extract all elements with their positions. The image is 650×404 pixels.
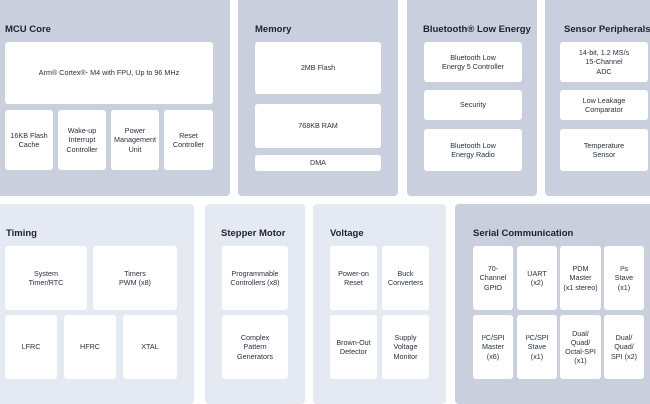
- system-timer-block: System Timer/RTC: [5, 246, 87, 310]
- xtal-block: XTAL: [123, 315, 177, 379]
- memory-title: Memory: [255, 24, 292, 35]
- ble-panel: Bluetooth® Low Energy Bluetooth Low Ener…: [407, 0, 537, 196]
- uart-block: UART (x2): [517, 246, 557, 310]
- cpu-core-block: Arm® Cortex®- M4 with FPU, Up to 96 MHz: [5, 42, 213, 104]
- wakeup-interrupt-block: Wake-up Interrupt Controller: [58, 110, 106, 170]
- timing-panel: Timing System Timer/RTC Timers PWM (x8) …: [0, 204, 194, 404]
- mcu-core-title: MCU Core: [5, 24, 51, 35]
- octal-spi-block: Dual/ Quad/ Octal-SPI (x1): [560, 315, 601, 379]
- stepper-motor-title: Stepper Motor: [221, 228, 286, 239]
- programmable-controllers-block: Programmable Controllers (x8): [222, 246, 288, 310]
- mcu-core-panel: MCU Core Arm® Cortex®- M4 with FPU, Up t…: [0, 0, 230, 196]
- flash-cache-block: 16KB Flash Cache: [5, 110, 53, 170]
- ble-radio-block: Bluetooth Low Energy Radio: [424, 129, 522, 171]
- memory-panel: Memory 2MB Flash 768KB RAM DMA: [238, 0, 398, 196]
- lfrc-block: LFRC: [5, 315, 57, 379]
- temperature-sensor-block: Temperature Sensor: [560, 129, 648, 171]
- ram-768kb-block: 768KB RAM: [255, 104, 381, 148]
- sensor-panel: Sensor Peripherals 14-bit, 1.2 MS/s 15-C…: [545, 0, 650, 196]
- i2c-spi-slave-block: I²C/SPI Stave (x1): [517, 315, 557, 379]
- i2s-slave-block: I²s Stave (x1): [604, 246, 644, 310]
- supply-voltage-monitor-block: Supply Voltage Monitor: [382, 315, 429, 379]
- pattern-generators-block: Complex Pattern Generators: [222, 315, 288, 379]
- flash-2mb-block: 2MB Flash: [255, 42, 381, 94]
- dma-block: DMA: [255, 155, 381, 171]
- buck-converters-block: Buck Converters: [382, 246, 429, 310]
- stepper-motor-panel: Stepper Motor Programmable Controllers (…: [205, 204, 305, 404]
- voltage-panel: Voltage Power-on Reset Buck Converters B…: [313, 204, 446, 404]
- pdm-master-block: PDM Master (x1 stereo): [560, 246, 601, 310]
- ble-title: Bluetooth® Low Energy: [423, 24, 531, 35]
- security-block: Security: [424, 90, 522, 120]
- serial-communication-panel: Serial Communication 70- Channel GPtO UA…: [455, 204, 650, 404]
- brown-out-detector-block: Brown-Out Detector: [330, 315, 377, 379]
- sensor-title: Sensor Peripherals: [564, 24, 650, 35]
- hfrc-block: HFRC: [64, 315, 116, 379]
- timing-title: Timing: [6, 228, 37, 239]
- adc-block: 14-bit, 1.2 MS/s 15-Channel ADC: [560, 42, 648, 82]
- timers-pwm-block: Timers PWM (x8): [93, 246, 177, 310]
- reset-controller-block: Reset Controller: [164, 110, 213, 170]
- i2c-spi-master-block: I²C/SPI Master (x6): [473, 315, 513, 379]
- serial-communication-title: Serial Communication: [473, 228, 574, 239]
- comparator-block: Low Leakage Comparator: [560, 90, 648, 120]
- gpio-block: 70- Channel GPtO: [473, 246, 513, 310]
- ble-controller-block: Bluetooth Low Energy 5 Controller: [424, 42, 522, 82]
- power-on-reset-block: Power-on Reset: [330, 246, 377, 310]
- power-management-block: Power Management Unit: [111, 110, 159, 170]
- voltage-title: Voltage: [330, 228, 364, 239]
- dual-quad-spi-block: Dual/ Quad/ SPI (x2): [604, 315, 644, 379]
